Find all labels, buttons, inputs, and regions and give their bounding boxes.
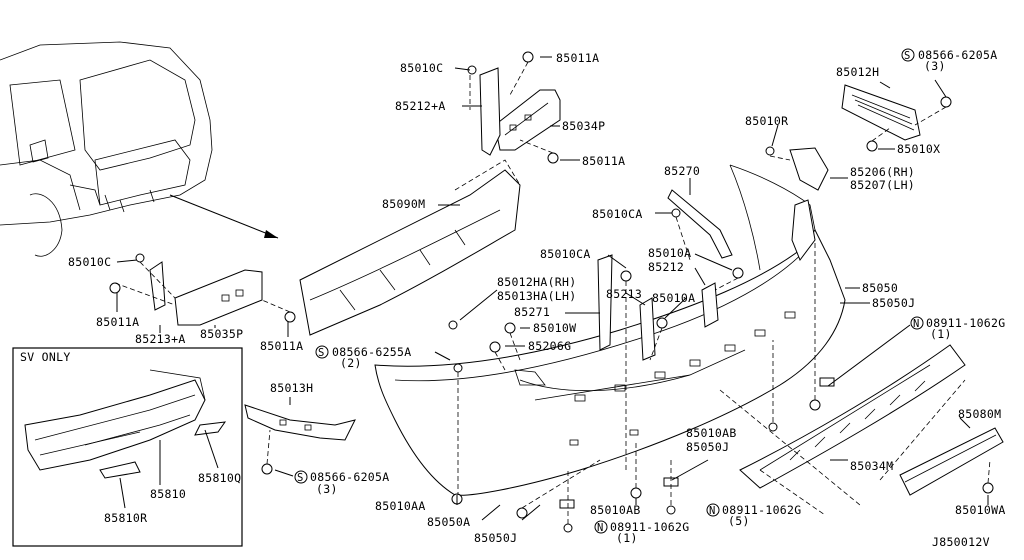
label-85810: 85810	[150, 487, 186, 501]
label-85034p: 85034P	[562, 119, 605, 133]
part-labels: 85010C 85011A 85212+A 85034P 85011A 8509…	[20, 48, 1006, 549]
label-85270: 85270	[664, 164, 700, 178]
label-85207lh: 85207(LH)	[850, 178, 915, 192]
label-85050a: 85050A	[427, 515, 470, 529]
label-08911-1062g-b-qty: (1)	[616, 531, 638, 545]
label-08911-1062g-r-qty: (1)	[930, 327, 952, 341]
label-85050j-mid: 85050J	[686, 440, 729, 454]
n-mark-r: N	[913, 318, 920, 330]
label-85012h: 85012H	[836, 65, 879, 79]
label-08911-1062g-b2: 08911-1062G	[722, 503, 801, 517]
bracket-85013h	[244, 404, 356, 441]
label-85013h: 85013H	[270, 381, 313, 395]
vehicle-sketch	[0, 41, 279, 257]
label-08566-6255a: 08566-6255A	[332, 345, 411, 359]
bracket-85271	[597, 254, 613, 351]
dashed-assembly-lines	[114, 61, 991, 524]
label-85212a-top: 85212+A	[395, 99, 446, 113]
label-85010x: 85010X	[897, 142, 940, 156]
label-85212: 85212	[648, 260, 684, 274]
label-85010a-1: 85010A	[648, 246, 691, 260]
label-85011a-left2: 85011A	[260, 339, 303, 353]
s-marker-mid	[315, 345, 329, 359]
bracket-85035p	[149, 261, 263, 326]
side-retainer-85206	[789, 147, 829, 262]
label-85213a-left: 85213+A	[135, 332, 186, 346]
s-mark-mid: S	[318, 347, 325, 359]
label-85010c-top: 85010C	[400, 61, 443, 75]
energy-absorber-85090m	[299, 159, 521, 336]
label-85010aa: 85010AA	[375, 499, 426, 513]
label-85050j-r: 85050J	[872, 296, 915, 310]
label-85035p: 85035P	[200, 327, 243, 341]
side-bracket-85270	[667, 189, 733, 259]
label-08911-1062g-b: 08911-1062G	[610, 520, 689, 534]
label-85010a-2: 85010A	[652, 291, 695, 305]
n-marker-r	[910, 316, 924, 330]
label-08566-6255a-qty: (2)	[340, 356, 362, 370]
label-85810r: 85810R	[104, 511, 147, 525]
sv-only-label: SV ONLY	[20, 350, 71, 364]
bracket-85212	[701, 282, 719, 328]
bracket-85213	[639, 297, 656, 361]
label-85010ca-1: 85010CA	[592, 207, 643, 221]
label-85034m: 85034M	[850, 459, 893, 473]
n-mark-b: N	[597, 522, 604, 534]
label-85206g: 85206G	[528, 339, 571, 353]
n-marker-b2	[706, 503, 720, 517]
label-85271: 85271	[514, 305, 550, 319]
label-85080m: 85080M	[958, 407, 1001, 421]
label-85010ca-2: 85010CA	[540, 247, 591, 261]
label-85013ha: 85013HA(LH)	[497, 289, 576, 303]
s-marker-bl	[294, 470, 308, 484]
label-85011a-top: 85011A	[556, 51, 599, 65]
label-85011a-left: 85011A	[96, 315, 139, 329]
label-85012ha: 85012HA(RH)	[497, 275, 576, 289]
label-85011a-mid: 85011A	[582, 154, 625, 168]
reflector-85080m	[899, 427, 1004, 496]
label-85050: 85050	[862, 281, 898, 295]
label-08911-1062g-r: 08911-1062G	[926, 316, 1005, 330]
label-85090m: 85090M	[382, 197, 425, 211]
label-85010w: 85010W	[533, 321, 576, 335]
label-08566-6205a-bl: 08566-6205A	[310, 470, 389, 484]
label-85010c-left: 85010C	[68, 255, 111, 269]
label-08566-6205a-bl-qty: (3)	[316, 482, 338, 496]
reinforcement-85012h	[841, 84, 921, 141]
label-85010r: 85010R	[745, 114, 788, 128]
s-marker-tr	[901, 48, 915, 62]
label-85206rh: 85206(RH)	[850, 165, 915, 179]
label-08566-6205a-tr-qty: (3)	[924, 59, 946, 73]
sv-only-inset	[12, 347, 243, 547]
label-85050j-bot: 85050J	[474, 531, 517, 545]
label-85810q: 85810Q	[198, 471, 241, 485]
n-marker-b	[594, 520, 608, 534]
label-85010ab-1: 85010AB	[686, 426, 737, 440]
circle-markers: S S S N N N	[294, 48, 924, 534]
n-mark-b2: N	[709, 505, 716, 517]
s-mark-tr: S	[904, 50, 911, 62]
diagram-code: J850012V	[932, 535, 990, 549]
label-85010ab-2: 85010AB	[590, 503, 641, 517]
label-08566-6205a-tr: 08566-6205A	[918, 48, 997, 62]
bracket-85034p	[479, 67, 561, 156]
label-85010wa: 85010WA	[955, 503, 1006, 517]
label-08911-1062g-b2-qty: (5)	[728, 514, 750, 528]
label-85213: 85213	[606, 287, 642, 301]
s-mark-bl: S	[297, 472, 304, 484]
leader-lines	[116, 56, 989, 521]
